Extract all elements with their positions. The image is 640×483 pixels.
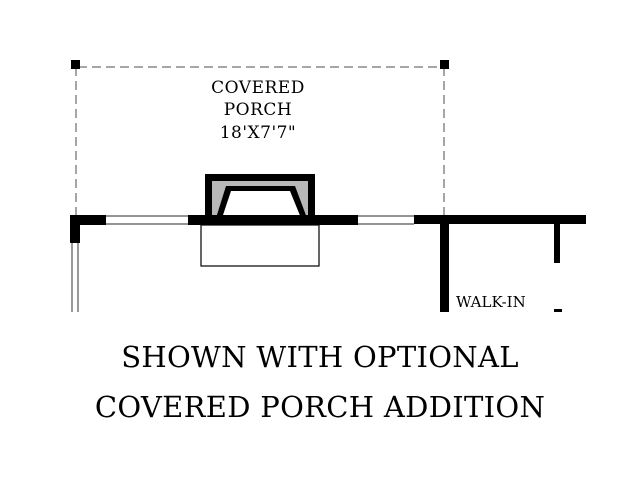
walk-in-label: WALK-IN — [456, 293, 526, 311]
left-edge-lines — [71, 243, 79, 312]
wall-stub — [554, 215, 560, 263]
exterior-wall — [70, 215, 586, 312]
hearth — [200, 224, 320, 267]
covered-porch-outline — [71, 60, 449, 215]
wall-marker — [554, 309, 562, 312]
fireplace — [200, 174, 320, 267]
porch-label: COVERED PORCH 18'X7'7" — [211, 78, 305, 143]
porch-name-line-1: COVERED — [211, 78, 305, 98]
caption-line-2: COVERED PORCH ADDITION — [94, 390, 546, 424]
porch-name-line-2: PORCH — [224, 100, 293, 120]
porch-dimensions: 18'X7'7" — [220, 123, 297, 143]
caption-line-1: SHOWN WITH OPTIONAL — [121, 340, 519, 374]
porch-post-right — [440, 60, 449, 69]
porch-post-left — [71, 60, 80, 69]
walk-in-wall — [440, 215, 449, 312]
door-opening — [358, 215, 414, 225]
window — [106, 215, 188, 225]
